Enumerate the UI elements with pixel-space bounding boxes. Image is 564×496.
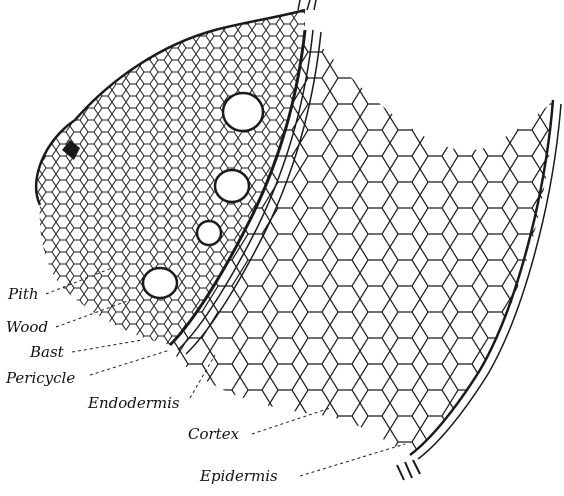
vessel-4 xyxy=(143,268,177,298)
cortex-label: Cortex xyxy=(188,425,240,443)
pericycle-label: Pericycle xyxy=(5,369,75,387)
bast-label: Bast xyxy=(29,343,65,361)
vessel-1 xyxy=(223,93,263,131)
wood-label: Wood xyxy=(6,318,48,336)
vessel-3 xyxy=(197,221,221,245)
label-epidermis: Epidermis xyxy=(199,444,405,485)
epidermis-label: Epidermis xyxy=(199,467,278,485)
endodermis-label: Endodermis xyxy=(87,394,180,412)
vessel-2 xyxy=(215,170,249,202)
label-bast: Bast xyxy=(29,340,142,361)
pith-label: Pith xyxy=(7,285,39,303)
